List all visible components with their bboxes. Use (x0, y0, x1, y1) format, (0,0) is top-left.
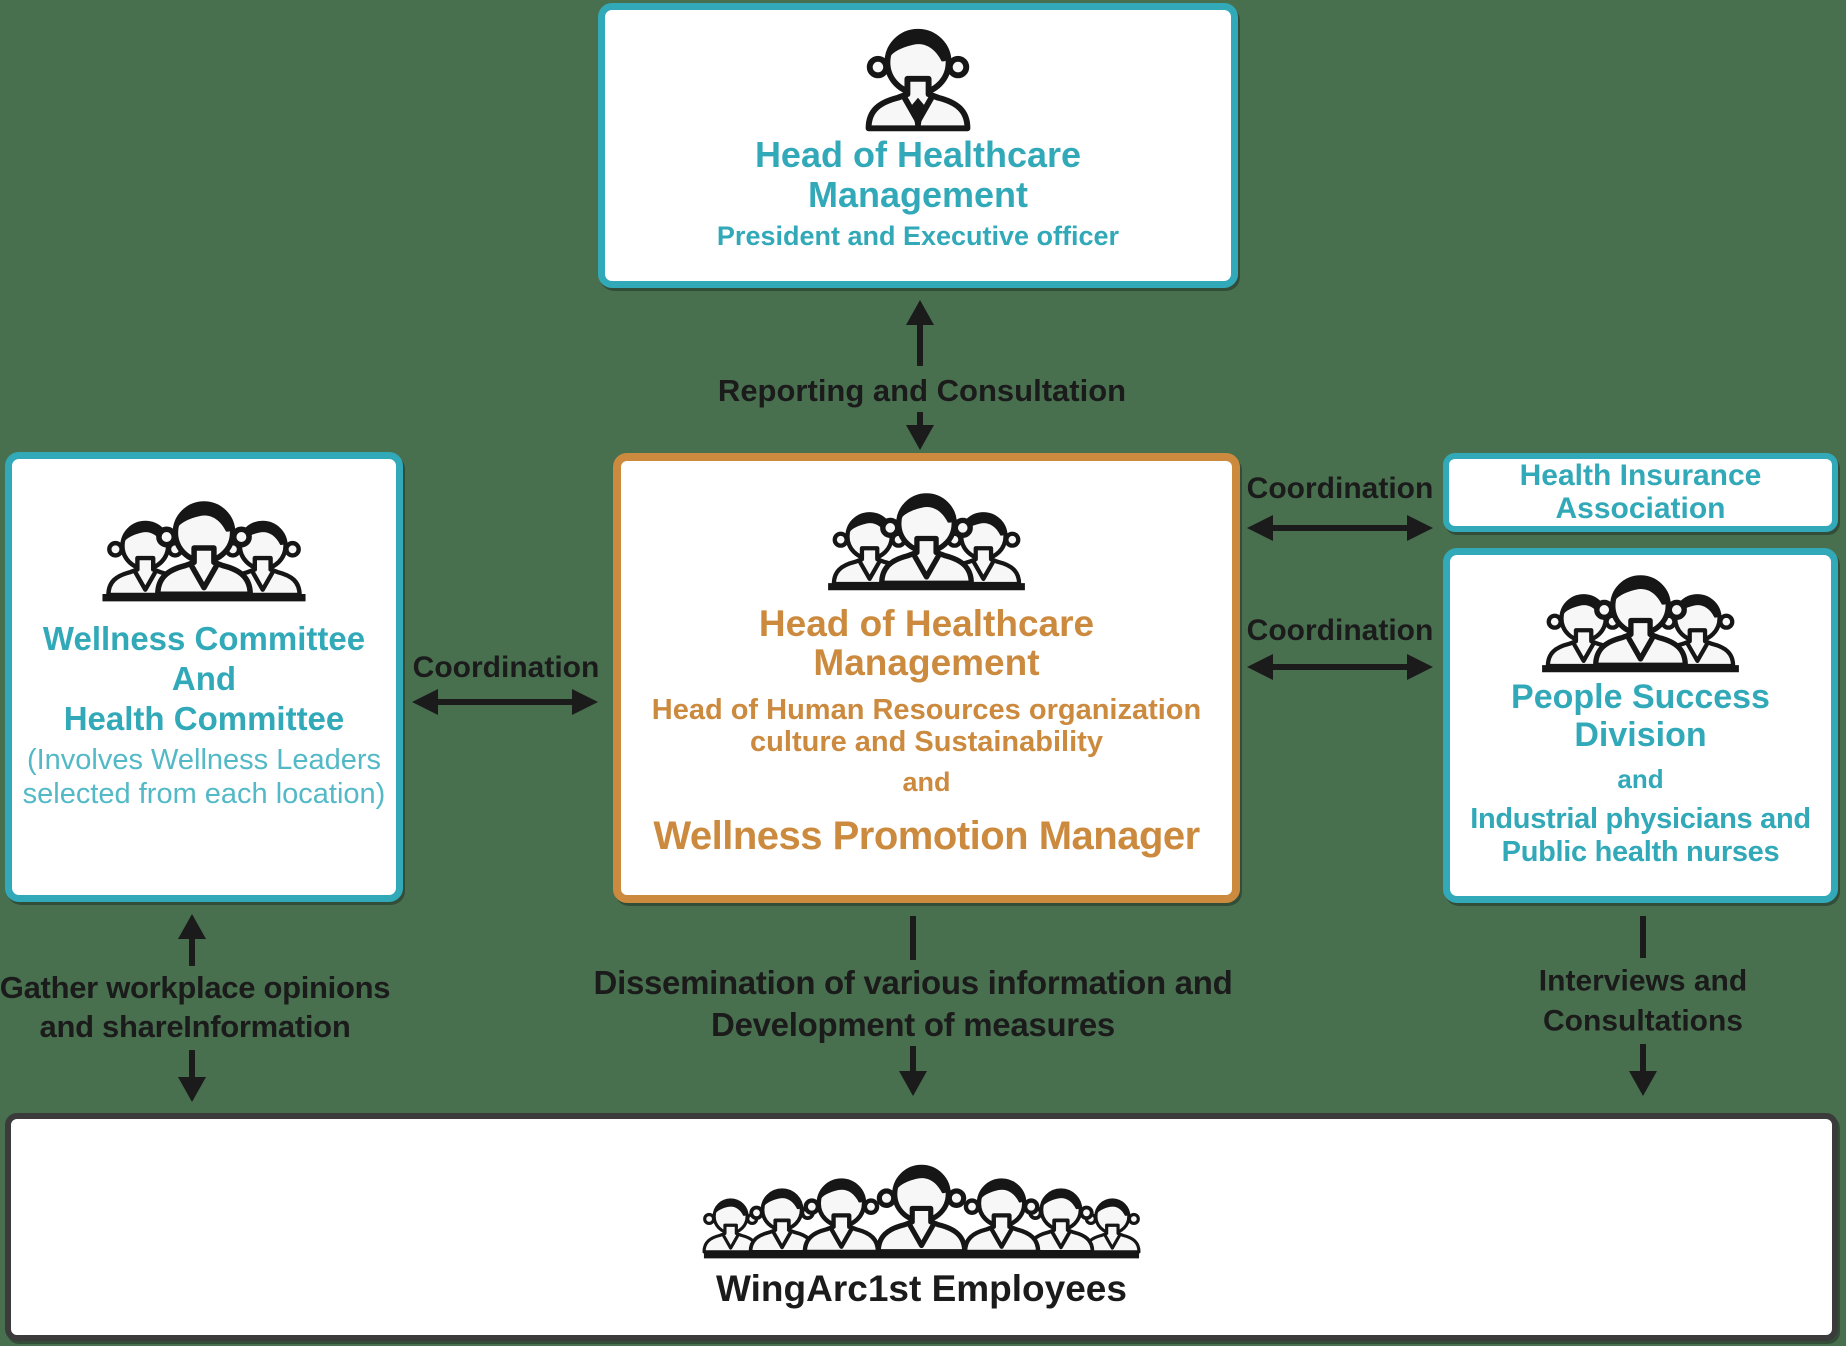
gather-arrow-up (175, 914, 209, 966)
node-title: Head of Healthcare Management (758, 603, 1095, 684)
coordination-left-arrow (412, 687, 598, 717)
reporting-arrow-up (903, 300, 937, 366)
node-head-of-healthcare-president: Head of Healthcare Management President … (598, 3, 1238, 288)
node-title: WingArc1st Employees (716, 1267, 1127, 1309)
three-people-icon (98, 493, 310, 603)
node-subtitle: Industrial physicians and Public health … (1470, 803, 1811, 868)
interviews-label: Interviews and Consultations (1538, 964, 1748, 1037)
node-conjunction: and (902, 767, 951, 798)
reporting-arrow-down (903, 412, 937, 450)
coordination-left-label: Coordination (412, 651, 600, 684)
dissemination-arrow-down (896, 1046, 930, 1096)
node-people-success-division: People Success Division and Industrial p… (1443, 548, 1838, 903)
reporting-label: Reporting and Consultation (717, 373, 1127, 408)
three-people-icon (824, 485, 1029, 592)
node-title: Head of Healthcare Management (754, 134, 1082, 215)
coordination-right-top-arrow (1247, 513, 1433, 543)
business-person-icon (859, 20, 977, 133)
seven-people-icon (699, 1149, 1144, 1260)
three-people-icon (1538, 567, 1743, 674)
node-health-insurance-association: Health Insurance Association (1443, 453, 1838, 532)
node-title: Health Insurance Association (1519, 459, 1762, 525)
node-role: Wellness Promotion Manager (653, 814, 1200, 859)
node-subtitle: Head of Human Resources organization cul… (651, 694, 1202, 759)
interviews-line (1640, 916, 1646, 958)
node-conjunction: and (1617, 764, 1664, 795)
node-wingarc1st-employees: WingArc1st Employees (5, 1113, 1838, 1341)
dissemination-label: Dissemination of various information and… (593, 964, 1233, 1043)
coordination-right-top-label: Coordination (1246, 472, 1434, 505)
coordination-right-bottom-label: Coordination (1246, 614, 1434, 647)
node-wellness-health-committee: Wellness Committee And Health Committee … (5, 452, 403, 902)
dissemination-line (910, 916, 916, 960)
gather-label: Gather workplace opinions and shareInfor… (0, 969, 391, 1044)
coordination-right-bottom-arrow (1247, 652, 1433, 682)
node-note: (Involves Wellness Leaders selected from… (22, 743, 386, 810)
node-head-of-healthcare-wellness-manager: Head of Healthcare Management Head of Hu… (613, 453, 1240, 903)
gather-arrow-down (175, 1050, 209, 1102)
interviews-arrow-down (1626, 1044, 1660, 1096)
node-subtitle: President and Executive officer (716, 221, 1120, 252)
node-title: Wellness Committee And Health Committee (42, 620, 366, 737)
node-title: People Success Division (1511, 678, 1770, 755)
